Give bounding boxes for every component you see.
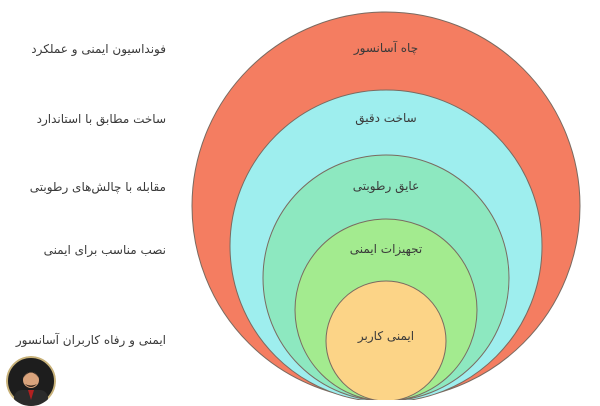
circle-label: چاه آسانسور <box>353 40 418 56</box>
circle-label: عایق رطوبتی <box>353 179 420 194</box>
person-avatar-icon <box>6 356 56 406</box>
side-label: ایمنی و رفاه کاربران آسانسور <box>15 333 166 347</box>
side-label: ساخت مطابق با استاندارد <box>36 112 166 126</box>
circle-label: ساخت دقیق <box>355 111 416 126</box>
side-label: فونداسیون ایمنی و عملکرد <box>31 42 166 56</box>
side-label: مقابله با چالش‌های رطوبتی <box>29 180 166 194</box>
circle-label: تجهیزات ایمنی <box>350 242 423 257</box>
circle-label: ایمنی کاربر <box>357 329 414 344</box>
side-label: نصب مناسب برای ایمنی <box>43 243 166 257</box>
